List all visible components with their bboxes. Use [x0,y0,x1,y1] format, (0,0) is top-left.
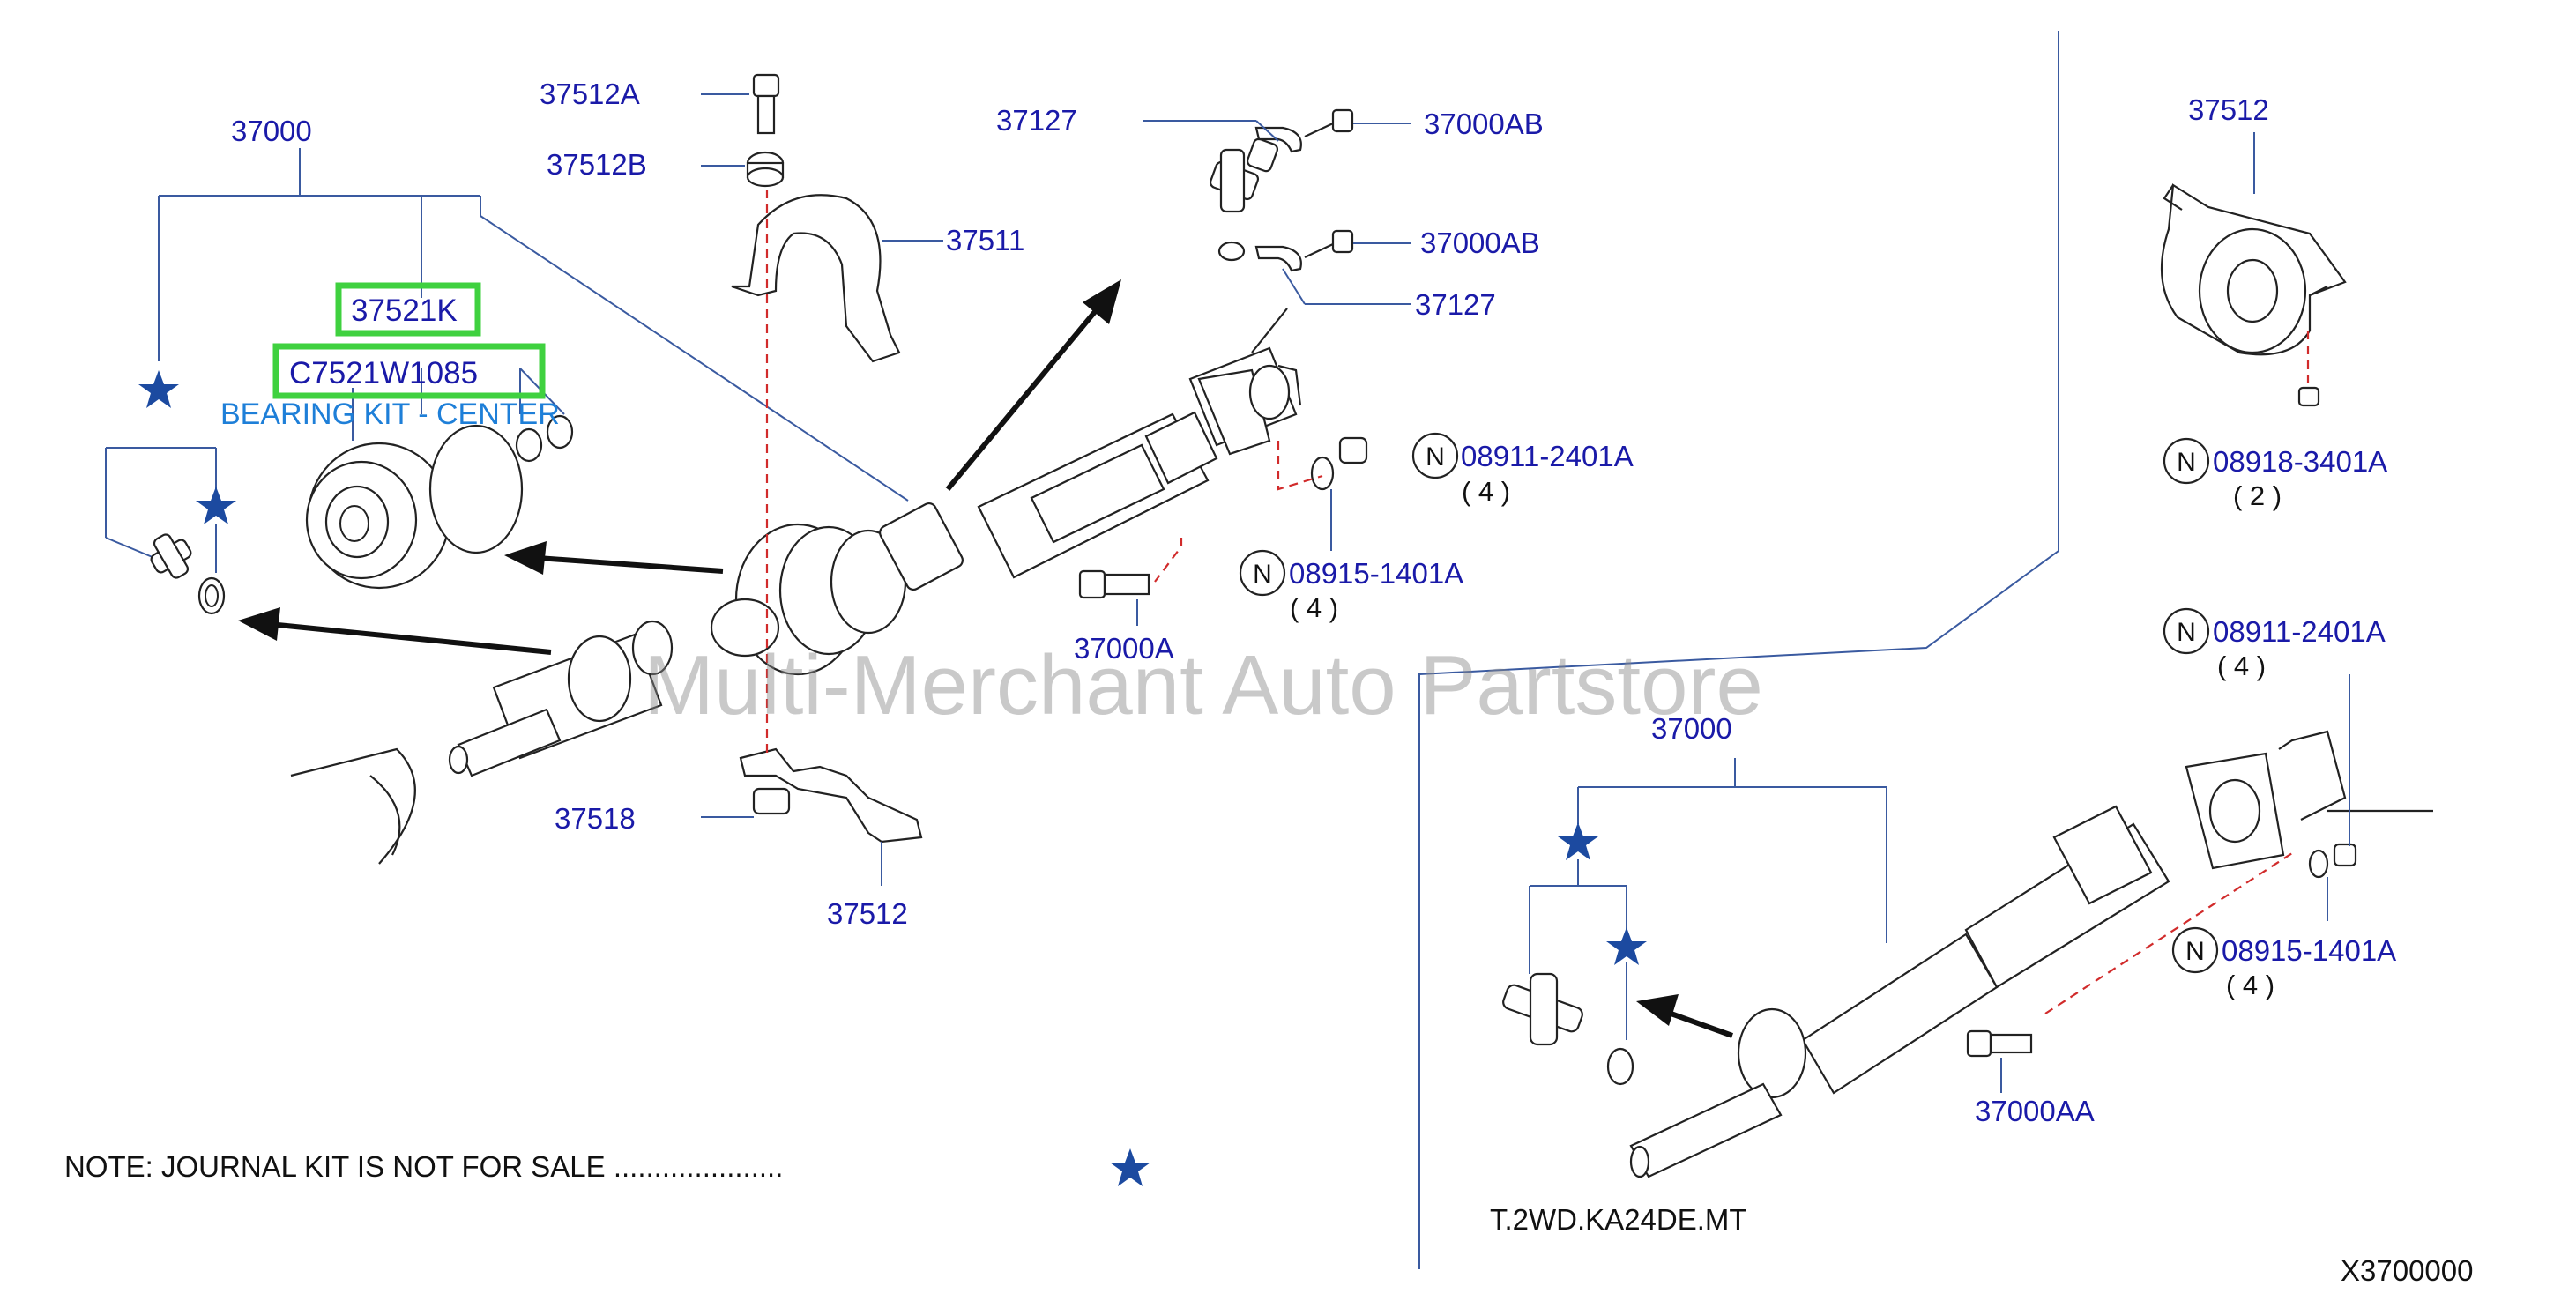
label-37512-bottom: 37512 [827,897,908,930]
star-icon [1110,1148,1150,1186]
label-37512-right: 37512 [2188,93,2269,126]
bracket-37511 [731,194,901,363]
label-37000A: 37000A [1074,632,1174,665]
washer-08915-top [1310,456,1335,491]
diagram-code: X3700000 [2341,1254,2473,1287]
label-37000-top: 37000 [231,115,312,147]
star-icon [1558,822,1598,860]
n-marker-08911-right: N [2163,607,2210,655]
flange-right [2185,730,2433,870]
label-37000AB-bottom: 37000AB [1420,227,1540,259]
bracket-37000-right [1529,758,1887,1040]
label-37127-bottom: 37127 [1415,288,1496,321]
label-08918-3401A-qty: ( 2 ) [2233,480,2282,511]
label-08911-2401A-right: 08911-2401A [2213,615,2386,648]
n-marker-08915-top: N [1239,549,1286,597]
n-marker-08915-right: N [2171,926,2219,974]
nut-08911-right [2333,843,2357,867]
label-37521K: 37521K [351,294,458,328]
label-bearing-kit-center: BEARING KIT - CENTER [220,398,560,431]
bearing-kit-exploded [305,414,574,590]
nut-37518 [752,787,791,815]
highlight-box-37521K [335,282,481,337]
label-37512B: 37512B [547,148,647,181]
svg-text:N: N [1426,442,1445,472]
bolt-37000AB-top [1304,108,1354,137]
watermark: Multi-Merchant Auto Partstore [644,638,1763,732]
journal-cross-right [1502,972,1634,1086]
label-08911-2401A-top: 08911-2401A [1461,440,1634,472]
label-C7521W1085: C7521W1085 [289,356,478,390]
clip-37127-top [1254,126,1302,153]
star-icon [1606,927,1647,965]
bracket-37000-left [105,148,909,573]
label-08915-1401A-right-qty: ( 4 ) [2226,970,2274,1000]
arrow-to-bearing [504,541,724,575]
bolt-37000A [1078,569,1150,599]
label-08911-2401A-right-qty: ( 4 ) [2217,650,2266,681]
label-37000AA: 37000AA [1975,1095,2095,1127]
model-code: T.2WD.KA24DE.MT [1490,1203,1747,1236]
label-08911-2401A-top-qty: ( 4 ) [1462,476,1510,507]
svg-text:N: N [2177,448,2196,477]
journal-cross-left [150,533,226,615]
label-08915-1401A-right: 08915-1401A [2222,934,2396,967]
flange-top-middle [1197,364,1302,456]
clip-37127-bottom [1254,245,1302,272]
label-37518: 37518 [555,802,636,835]
star-icon [196,487,236,524]
bolt-37000AB-bottom [1304,229,1354,258]
variant-divider [1418,31,2059,1269]
dash-37000A [1154,538,1183,583]
propeller-shaft-right [1629,805,2170,1178]
svg-text:N: N [2177,618,2196,647]
u-joint-top [1209,137,1279,262]
arrow-to-journal-right [1636,994,1734,1038]
label-37127-top: 37127 [996,104,1077,137]
bracket-37512-bottom [739,747,923,844]
dash-flange-top [1277,441,1323,491]
arrow-to-u-joint-top [945,279,1121,491]
bolt-37000AA [1966,1029,2033,1058]
note-journal-kit: NOTE: JOURNAL KIT IS NOT FOR SALE ......… [64,1150,783,1183]
nut-08911-top [1338,436,1368,464]
washer-37512B [746,151,785,188]
svg-text:N: N [1253,560,1272,589]
label-37000AB-top: 37000AB [1424,108,1544,140]
propeller-shaft-rear-left [290,620,674,865]
highlight-box-C7521W1085 [272,343,546,399]
arrow-to-journal-left [238,607,552,655]
n-marker-08911-top: N [1411,432,1459,479]
star-icon [138,370,179,408]
label-37511: 37511 [946,224,1024,256]
bolt-37512A [752,73,780,135]
n-marker-08918: N [2163,437,2210,485]
label-37512A: 37512A [540,78,640,110]
center-bearing-assembly [710,502,964,676]
label-08918-3401A: 08918-3401A [2213,445,2387,478]
center-bearing-37512 [2160,183,2347,356]
nut-08918 [2297,386,2320,407]
washer-08915-right [2308,849,2329,879]
dash-right [2044,852,2293,1014]
label-08915-1401A-top-qty: ( 4 ) [1290,592,1338,623]
label-08915-1401A-top: 08915-1401A [1289,557,1463,590]
label-37000-right: 37000 [1651,712,1732,745]
svg-text:N: N [2185,937,2205,966]
